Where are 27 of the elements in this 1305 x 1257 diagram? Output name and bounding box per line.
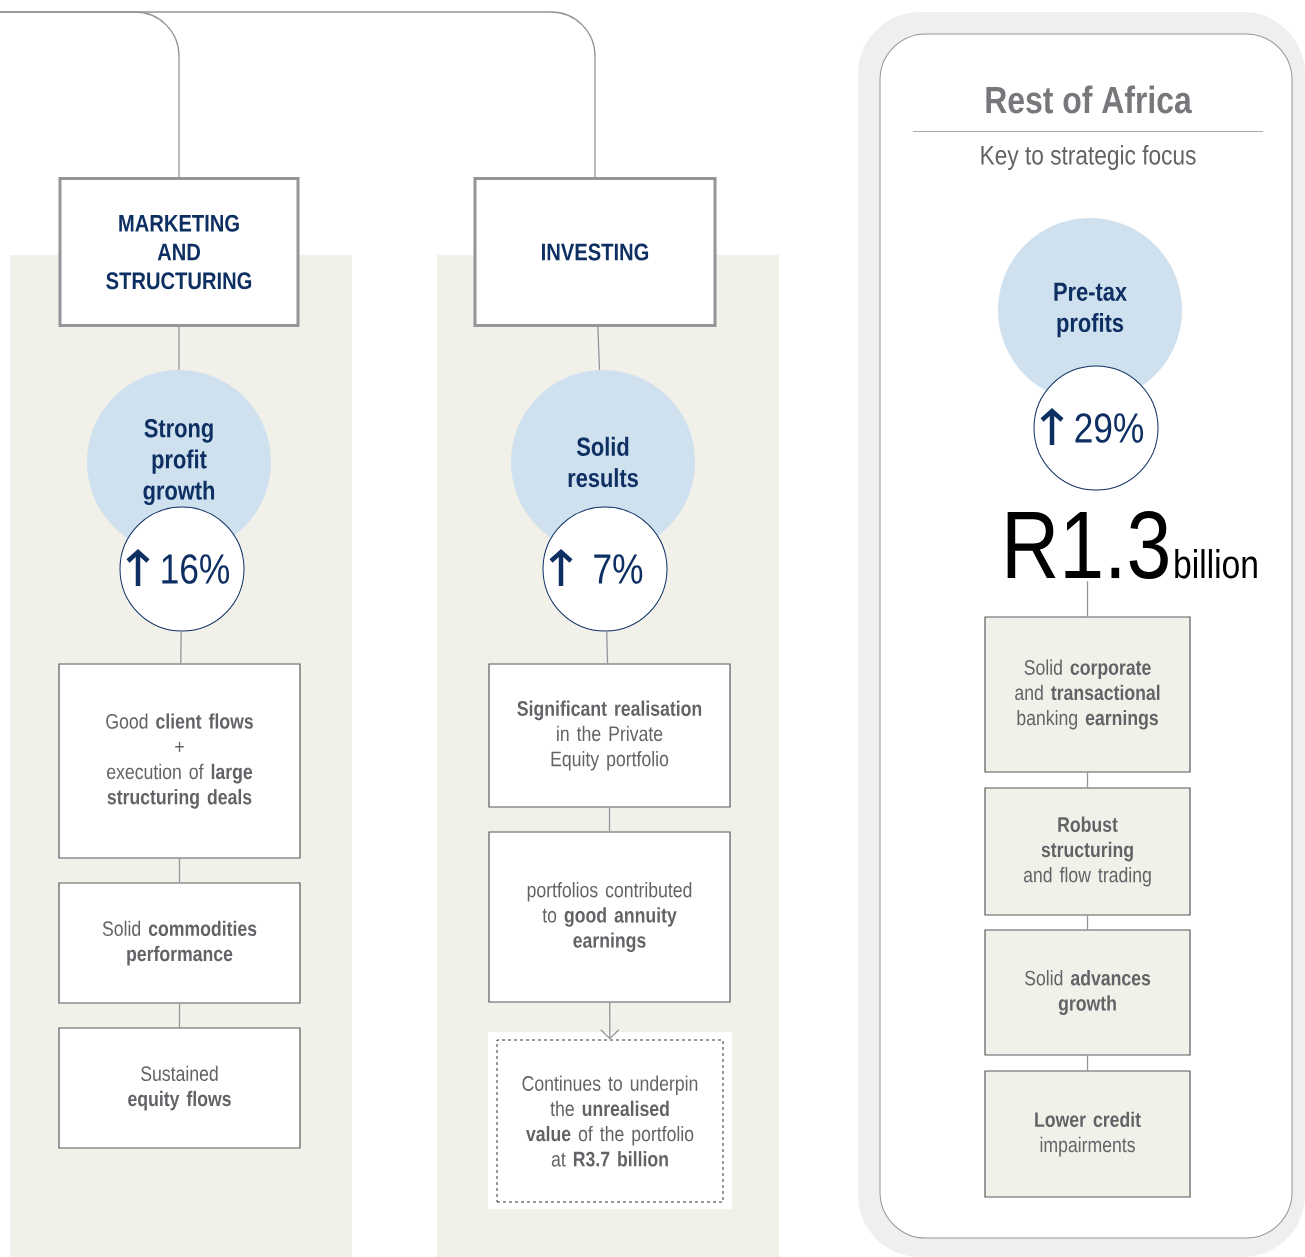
connector (1086, 914, 1089, 931)
dashed-box: Continues to underpin the unrealised value of the portfolio at R3.7 billion (488, 1032, 732, 1209)
heading-box: INVESTING (473, 177, 717, 327)
connector (178, 857, 181, 884)
heading-box: MARKETING AND STRUCTURING (58, 177, 300, 327)
connector (0, 11, 596, 178)
text-box: Solid commodities performance (58, 882, 301, 1004)
connector (1086, 580, 1089, 618)
connector (1086, 771, 1089, 789)
connector (178, 1002, 181, 1029)
connector (597, 326, 601, 371)
panel-title: Rest of Africa (986, 85, 1192, 114)
text-box: Lower credit impairments (984, 1070, 1191, 1198)
connector (600, 1001, 620, 1040)
panel-subtitle: Key to strategic focus (981, 144, 1196, 171)
connector (1086, 1054, 1089, 1072)
text-box: Solid advances growth (984, 929, 1191, 1056)
text-box: Good client flows + execution of large structuring deals (58, 663, 301, 859)
connector (608, 806, 611, 833)
connector (180, 630, 182, 665)
text-box: Robust structuring and flow trading (984, 787, 1191, 916)
text-box: Sustained equity flows (58, 1027, 301, 1149)
text-box: Solid corporate and transactional banking earnings (984, 616, 1191, 773)
connector (178, 326, 180, 371)
text-box: portfolios contributed to good annuity earnings (488, 831, 731, 1003)
text-box: Significant realisation in the Private Equity portfolio (488, 663, 731, 808)
connector (606, 630, 609, 665)
